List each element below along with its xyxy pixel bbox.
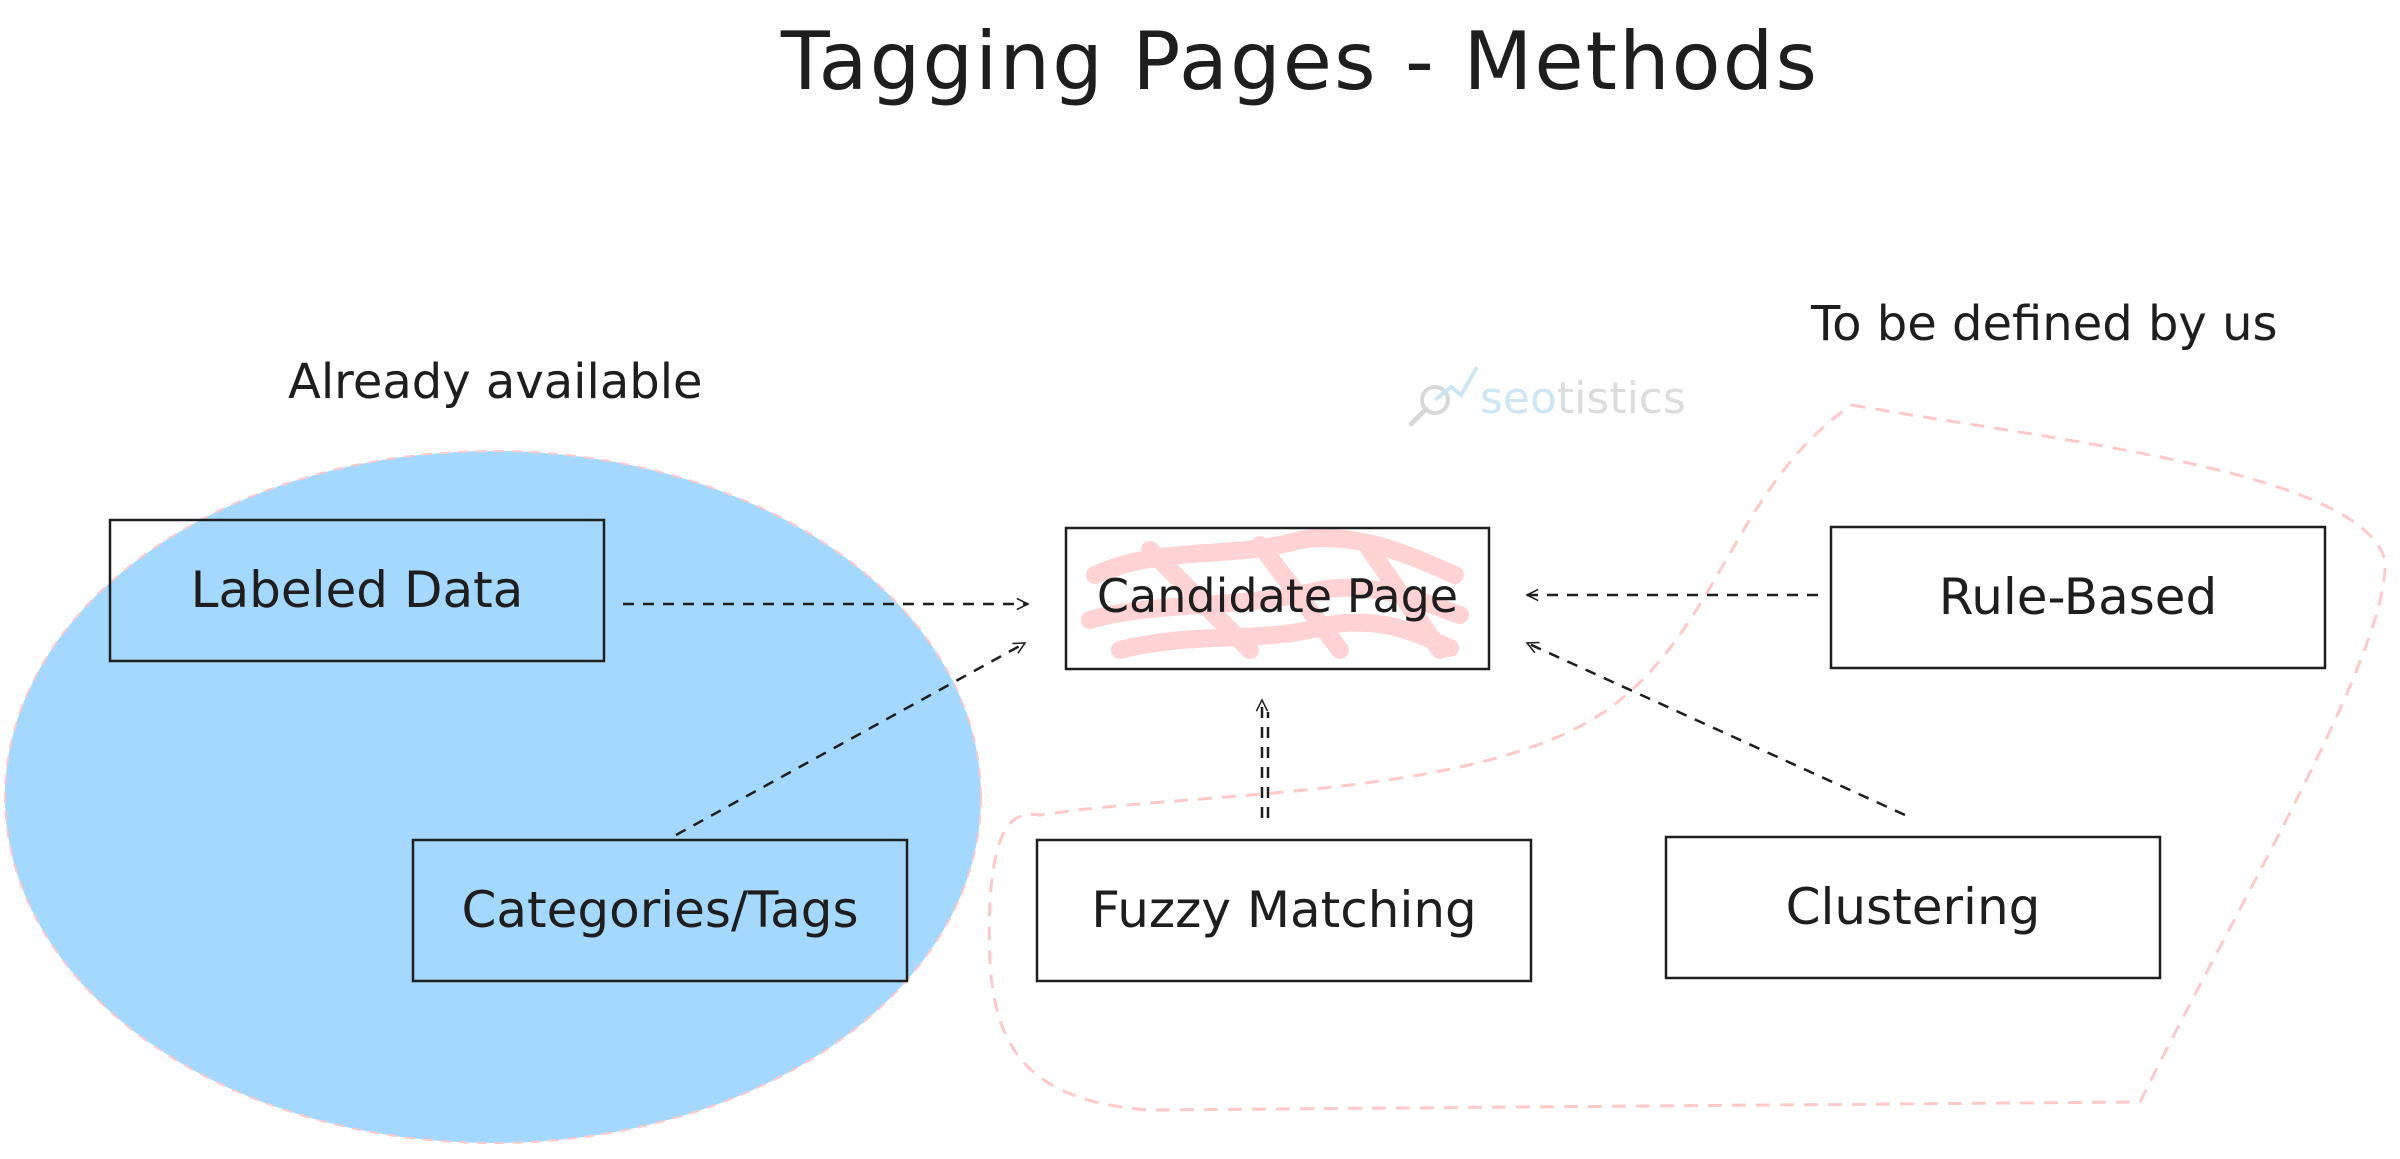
watermark-text: seotistics	[1480, 373, 1686, 424]
candidate-page-label: Candidate Page	[1096, 569, 1459, 623]
to-define-region	[987, 403, 2387, 1112]
rule-based-label: Rule-Based	[1938, 568, 2218, 626]
categories-tags-box	[411, 838, 909, 983]
fuzzy-matching-label: Fuzzy Matching	[1091, 881, 1477, 939]
candidate-page-box	[1064, 526, 1491, 671]
seotistics-logo-icon	[1408, 366, 1479, 427]
available-region	[4, 450, 982, 1144]
watermark-text-b: tistics	[1556, 373, 1686, 424]
available-label: Already available	[288, 354, 703, 410]
clustering-label: Clustering	[1785, 878, 2041, 936]
watermark-logo: seotistics	[1405, 355, 1705, 435]
watermark-text-a: seo	[1480, 373, 1557, 424]
arrow-fuzzy-to-candidate	[1262, 700, 1270, 818]
candidate-highlight	[1081, 529, 1469, 659]
arrow-categories-to-candidate	[675, 641, 1025, 837]
labeled-data-box	[108, 518, 606, 663]
diagram-title: Tagging Pages - Methods	[780, 15, 1820, 108]
to-define-label: To be defined by us	[1811, 296, 2278, 352]
clustering-box	[1664, 835, 2162, 980]
fuzzy-matching-box	[1035, 838, 1533, 983]
categories-tags-label: Categories/Tags	[461, 881, 859, 939]
rule-based-box	[1829, 525, 2327, 670]
labeled-data-label: Labeled Data	[190, 561, 524, 619]
arrow-clustering-to-candidate	[1527, 643, 1906, 817]
